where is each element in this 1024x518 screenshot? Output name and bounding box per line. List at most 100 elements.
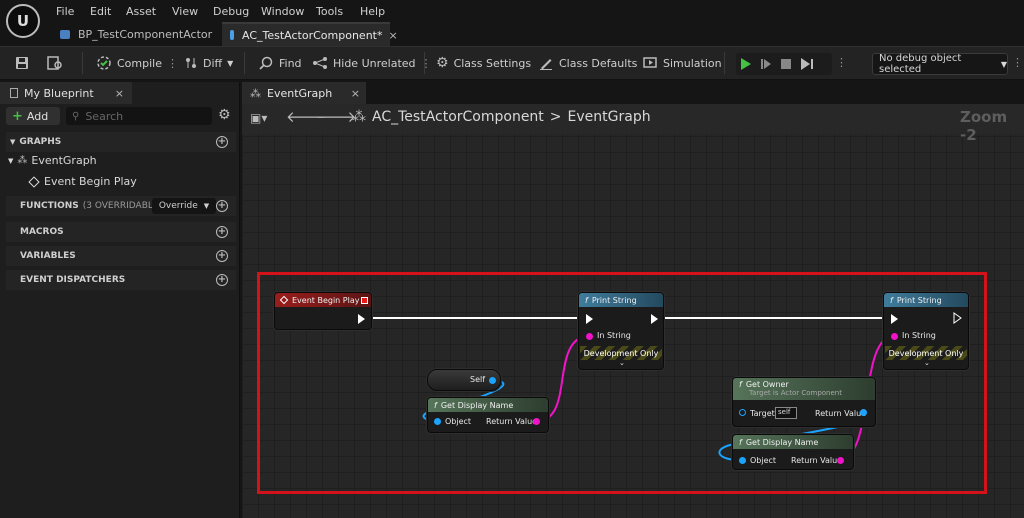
class-settings-label: Class Settings bbox=[453, 56, 532, 70]
close-icon[interactable]: × bbox=[388, 28, 398, 42]
tree-item-eventgraph[interactable]: ▼ ⁂ EventGraph bbox=[8, 154, 97, 167]
browse-button[interactable] bbox=[46, 54, 64, 72]
in-string-pin[interactable] bbox=[891, 333, 898, 340]
book-icon bbox=[10, 88, 18, 98]
tab-eventgraph[interactable]: ⁂ EventGraph × bbox=[242, 82, 366, 104]
menu-edit[interactable]: Edit bbox=[90, 5, 112, 18]
kebab-icon[interactable]: ⋮ bbox=[420, 56, 432, 70]
object-in-pin[interactable] bbox=[739, 457, 746, 464]
close-icon[interactable]: × bbox=[114, 86, 124, 100]
expand-chevron-icon[interactable]: ⌄ bbox=[619, 359, 625, 367]
graph-icon: ⁂ bbox=[352, 109, 366, 125]
compile-label: Compile bbox=[117, 56, 162, 70]
tree-item-event-begin-play[interactable]: Event Begin Play bbox=[28, 175, 137, 188]
forward-arrow-icon[interactable]: 🡒 bbox=[316, 108, 357, 126]
delegate-pin-icon[interactable] bbox=[361, 296, 368, 304]
my-blueprint-tab[interactable]: My Blueprint × bbox=[0, 82, 132, 104]
section-event-dispatchers[interactable]: EVENT DISPATCHERS + bbox=[6, 270, 236, 290]
play-options-kebab-icon[interactable]: ⋮ bbox=[836, 56, 847, 69]
menu-tools[interactable]: Tools bbox=[316, 5, 344, 18]
find-icon bbox=[259, 56, 273, 70]
section-macros[interactable]: MACROS + bbox=[6, 222, 236, 242]
section-variables[interactable]: VARIABLES + bbox=[6, 246, 236, 266]
override-dropdown[interactable]: Override ▼ bbox=[152, 198, 216, 214]
section-label: GRAPHS bbox=[19, 137, 62, 147]
play-icon[interactable] bbox=[741, 58, 751, 70]
graph-menu-icon[interactable]: ▣▾ bbox=[250, 111, 268, 125]
return-value-pin[interactable] bbox=[533, 418, 540, 425]
node-print-string[interactable]: f Print String In String Development Onl… bbox=[883, 292, 969, 370]
node-subtitle: Target is Actor Component bbox=[749, 389, 842, 397]
stop-icon[interactable] bbox=[781, 59, 791, 69]
exec-in-pin[interactable] bbox=[891, 314, 898, 324]
menu-view[interactable]: View bbox=[172, 5, 199, 18]
add-graph-icon[interactable]: + bbox=[216, 136, 228, 148]
breadcrumb-root[interactable]: AC_TestActorComponent bbox=[372, 109, 544, 125]
node-header: f Get Display Name bbox=[428, 398, 548, 412]
breadcrumb-separator: > bbox=[549, 109, 562, 125]
simulation-button[interactable]: Simulation bbox=[642, 54, 722, 72]
return-value-pin[interactable] bbox=[837, 457, 844, 464]
node-title: Get Display Name bbox=[745, 437, 819, 447]
chevron-down-icon: ▼ bbox=[203, 202, 210, 210]
find-button[interactable]: Find bbox=[258, 54, 302, 72]
section-graphs[interactable]: ▼ GRAPHS + bbox=[6, 132, 236, 152]
exec-out-pin[interactable] bbox=[651, 314, 658, 324]
node-event-begin-play[interactable]: Event Begin Play bbox=[274, 292, 372, 330]
hide-unrelated-button[interactable]: Hide Unrelated ⋮ bbox=[312, 54, 432, 72]
diff-button[interactable]: Diff ▼ bbox=[184, 54, 233, 72]
debug-object-dropdown[interactable]: No debug object selected ▼ bbox=[872, 53, 1008, 75]
eject-icon[interactable] bbox=[801, 58, 813, 70]
menu-file[interactable]: File bbox=[56, 5, 75, 18]
toolbar-divider bbox=[724, 52, 725, 74]
return-value-pin[interactable] bbox=[860, 409, 867, 416]
debug-object-value: No debug object selected bbox=[879, 53, 962, 75]
pin-label: In String bbox=[597, 331, 631, 340]
menu-debug[interactable]: Debug bbox=[213, 5, 250, 18]
object-in-pin[interactable] bbox=[434, 418, 441, 425]
breadcrumb-leaf[interactable]: EventGraph bbox=[567, 109, 651, 125]
menu-window[interactable]: Window bbox=[261, 5, 305, 18]
node-get-display-name[interactable]: f Get Display Name Object Return Value bbox=[427, 397, 549, 433]
menu-help[interactable]: Help bbox=[360, 5, 386, 18]
node-get-display-name[interactable]: f Get Display Name Object Return Value bbox=[732, 434, 854, 470]
menu-asset[interactable]: Asset bbox=[126, 5, 157, 18]
target-in-pin[interactable] bbox=[739, 409, 746, 416]
node-header: f Print String bbox=[579, 293, 663, 307]
section-functions[interactable]: FUNCTIONS (3 OVERRIDABLE) Override ▼ + bbox=[6, 196, 236, 216]
add-function-icon[interactable]: + bbox=[216, 200, 228, 212]
settings-gear-icon[interactable]: ⚙ bbox=[218, 107, 231, 123]
compile-button[interactable]: Compile ⋮ bbox=[96, 54, 178, 72]
expand-chevron-icon[interactable]: ⌄ bbox=[924, 359, 930, 367]
class-defaults-button[interactable]: Class Defaults bbox=[538, 54, 637, 72]
save-button[interactable] bbox=[14, 54, 30, 72]
back-arrow-icon[interactable]: 🡐 bbox=[286, 108, 327, 126]
add-macro-icon[interactable]: + bbox=[216, 226, 228, 238]
exec-out-pin-unconnected[interactable] bbox=[954, 313, 961, 323]
toolbar-kebab-icon[interactable]: ⋮ bbox=[1012, 56, 1023, 69]
exec-out-pin[interactable] bbox=[358, 314, 365, 324]
node-print-string[interactable]: f Print String In String Development Onl… bbox=[578, 292, 664, 370]
target-value-field[interactable]: self bbox=[775, 407, 797, 419]
unreal-logo-icon[interactable]: U bbox=[6, 4, 40, 38]
add-dispatcher-icon[interactable]: + bbox=[216, 274, 228, 286]
add-button[interactable]: + Add bbox=[6, 107, 60, 125]
toolbar bbox=[0, 46, 1024, 80]
tab-bp-test-component-actor[interactable]: BP_TestComponentActor bbox=[52, 22, 220, 46]
kebab-icon[interactable]: ⋮ bbox=[167, 56, 178, 70]
search-input[interactable]: ⚲ Search bbox=[66, 107, 212, 125]
self-out-pin[interactable] bbox=[489, 377, 496, 384]
collapse-arrow-icon: ▼ bbox=[8, 156, 14, 165]
tab-ac-test-actor-component[interactable]: AC_TestActorComponent* × bbox=[222, 22, 398, 46]
exec-in-pin[interactable] bbox=[586, 314, 593, 324]
in-string-pin[interactable] bbox=[586, 333, 593, 340]
step-icon[interactable] bbox=[761, 59, 771, 69]
class-settings-button[interactable]: ⚙ Class Settings bbox=[436, 54, 531, 72]
browse-icon bbox=[47, 56, 62, 70]
close-icon[interactable]: × bbox=[350, 86, 360, 100]
graph-icon: ⁂ bbox=[17, 155, 28, 166]
node-self-reference[interactable]: Self bbox=[427, 369, 501, 391]
add-variable-icon[interactable]: + bbox=[216, 250, 228, 262]
node-title: Get Owner bbox=[745, 380, 789, 389]
